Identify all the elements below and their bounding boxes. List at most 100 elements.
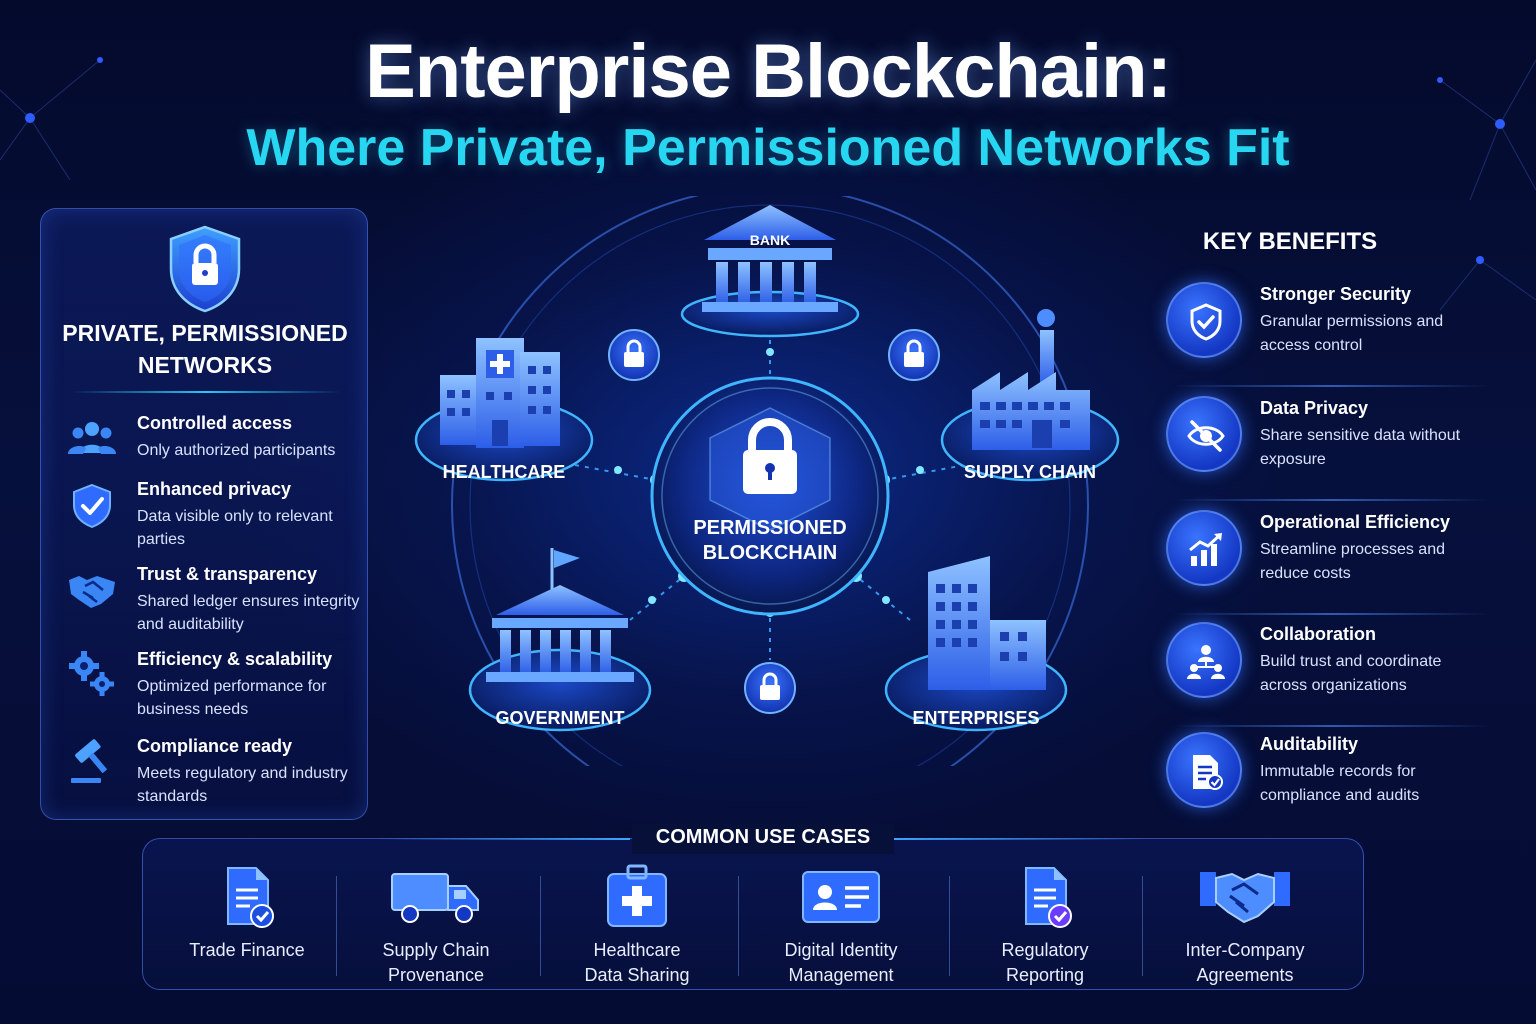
feature-desc: Meets regulatory and industry standards bbox=[137, 765, 348, 805]
node-label-bank: BANK bbox=[749, 232, 791, 248]
benefit-divider bbox=[1174, 725, 1490, 727]
benefit-desc: Immutable records for compliance and aud… bbox=[1260, 763, 1420, 804]
gavel-icon bbox=[71, 739, 108, 783]
node-supply-chain bbox=[940, 309, 1120, 482]
feature-desc: Optimized performance for business needs bbox=[137, 678, 327, 718]
lock-badge-right bbox=[888, 329, 940, 381]
feature-compliance-ready: Compliance ready Meets regulatory and in… bbox=[41, 736, 369, 816]
use-cases-rule-left bbox=[380, 838, 630, 840]
shield-check-icon bbox=[73, 483, 111, 529]
use-case-separator bbox=[738, 876, 739, 976]
feature-controlled-access: Controlled access Only authorized partic… bbox=[41, 413, 369, 493]
benefit-stronger-security: Stronger Security Granular permissions a… bbox=[1164, 282, 1494, 394]
document-check-icon bbox=[227, 867, 274, 928]
benefit-divider bbox=[1174, 385, 1490, 387]
page-title: Enterprise Blockchain: bbox=[365, 29, 1172, 114]
node-label-supply-chain: SUPPLY CHAIN bbox=[963, 462, 1097, 482]
use-case-label-line1: Trade Finance bbox=[189, 940, 305, 960]
bar-chart-icon bbox=[1189, 533, 1222, 566]
feature-efficiency-scalability: Efficiency & scalability Optimized perfo… bbox=[41, 649, 369, 729]
page-subtitle: Where Private, Permissioned Networks Fit bbox=[246, 119, 1290, 177]
core-label: PERMISSIONED BLOCKCHAIN bbox=[648, 516, 892, 566]
feature-title: Enhanced privacy bbox=[137, 479, 292, 499]
use-cases-panel bbox=[142, 838, 1364, 990]
id-card-icon bbox=[802, 871, 880, 923]
node-label-enterprises: ENTERPRISES bbox=[912, 708, 1040, 728]
handshake-icon bbox=[1200, 872, 1290, 924]
use-case-separator bbox=[540, 876, 541, 976]
node-bank bbox=[680, 205, 860, 338]
use-case-label-line1: Supply Chain bbox=[382, 940, 490, 960]
use-case-separator bbox=[949, 876, 950, 976]
benefit-desc: Build trust and coordinate across organi… bbox=[1260, 653, 1442, 694]
benefit-title: Data Privacy bbox=[1260, 398, 1369, 418]
report-check-icon bbox=[1025, 867, 1072, 928]
use-case-label-line1: Healthcare bbox=[593, 940, 681, 960]
benefit-title: Auditability bbox=[1260, 734, 1358, 754]
use-case-label-line2: Management bbox=[788, 965, 894, 985]
benefit-title: Collaboration bbox=[1260, 624, 1376, 644]
handshake-icon bbox=[69, 576, 115, 608]
feature-enhanced-privacy: Enhanced privacy Data visible only to re… bbox=[41, 479, 369, 559]
feature-title: Controlled access bbox=[137, 413, 293, 433]
lock-badge-left bbox=[608, 329, 660, 381]
benefit-desc: Streamline processes and reduce costs bbox=[1260, 541, 1445, 582]
node-healthcare bbox=[414, 338, 594, 482]
key-benefits-title: KEY BENEFITS bbox=[1202, 228, 1378, 255]
use-case-trade-finance: Trade Finance bbox=[152, 862, 342, 986]
use-case-label-line2: Data Sharing bbox=[584, 965, 690, 985]
use-case-label-line1: Digital Identity bbox=[784, 940, 898, 960]
node-label-government: GOVERNMENT bbox=[495, 708, 625, 728]
panel-heading: PRIVATE, PERMISSIONED NETWORKS bbox=[41, 317, 369, 381]
shield-lock-icon bbox=[169, 225, 241, 313]
feature-desc: Only authorized participants bbox=[137, 442, 336, 459]
benefit-divider bbox=[1174, 499, 1490, 501]
gears-icon bbox=[69, 651, 114, 696]
use-case-label: Trade Finance bbox=[152, 938, 342, 963]
benefit-desc: Share sensitive data without exposure bbox=[1260, 427, 1461, 468]
feature-trust-transparency: Trust & transparency Shared ledger ensur… bbox=[41, 564, 369, 644]
use-case-label-line2: Reporting bbox=[1005, 965, 1085, 985]
use-cases-title: COMMON USE CASES bbox=[655, 826, 871, 848]
benefit-divider bbox=[1174, 613, 1490, 615]
use-case-label-line2: Agreements bbox=[1196, 965, 1294, 985]
feature-title: Efficiency & scalability bbox=[137, 649, 333, 669]
medical-kit-icon bbox=[607, 864, 667, 927]
benefit-title: Operational Efficiency bbox=[1260, 512, 1451, 532]
feature-title: Compliance ready bbox=[137, 736, 293, 756]
truck-icon bbox=[391, 873, 479, 923]
core-label-line2: BLOCKCHAIN bbox=[702, 542, 838, 564]
use-case-separator bbox=[336, 876, 337, 976]
audit-document-icon bbox=[1193, 755, 1223, 790]
lock-badge-bottom bbox=[744, 662, 796, 714]
feature-desc: Shared ledger ensures integrity and audi… bbox=[137, 593, 360, 633]
benefit-operational-efficiency: Operational Efficiency Streamline proces… bbox=[1164, 510, 1494, 622]
benefit-data-privacy: Data Privacy Share sensitive data withou… bbox=[1164, 396, 1494, 508]
panel-heading-line1: PRIVATE, PERMISSIONED bbox=[62, 320, 348, 346]
node-enterprises bbox=[884, 556, 1068, 732]
users-icon bbox=[68, 422, 116, 454]
benefit-title: Stronger Security bbox=[1260, 284, 1412, 304]
private-networks-panel: PRIVATE, PERMISSIONED NETWORKS Controlle… bbox=[40, 208, 368, 820]
node-label-healthcare: HEALTHCARE bbox=[442, 462, 566, 482]
use-case-label-line1: Regulatory bbox=[1001, 940, 1089, 960]
feature-desc: Data visible only to relevant parties bbox=[137, 508, 333, 548]
use-case-label-line1: Inter-Company bbox=[1185, 940, 1305, 960]
team-icon bbox=[1187, 645, 1225, 679]
benefit-desc: Granular permissions and access control bbox=[1260, 313, 1444, 354]
core-label-line1: PERMISSIONED bbox=[693, 517, 847, 539]
eye-slash-icon bbox=[1187, 420, 1225, 452]
use-cases-title-backdrop bbox=[632, 824, 894, 854]
feature-title: Trust & transparency bbox=[137, 564, 318, 584]
panel-divider bbox=[71, 391, 341, 393]
